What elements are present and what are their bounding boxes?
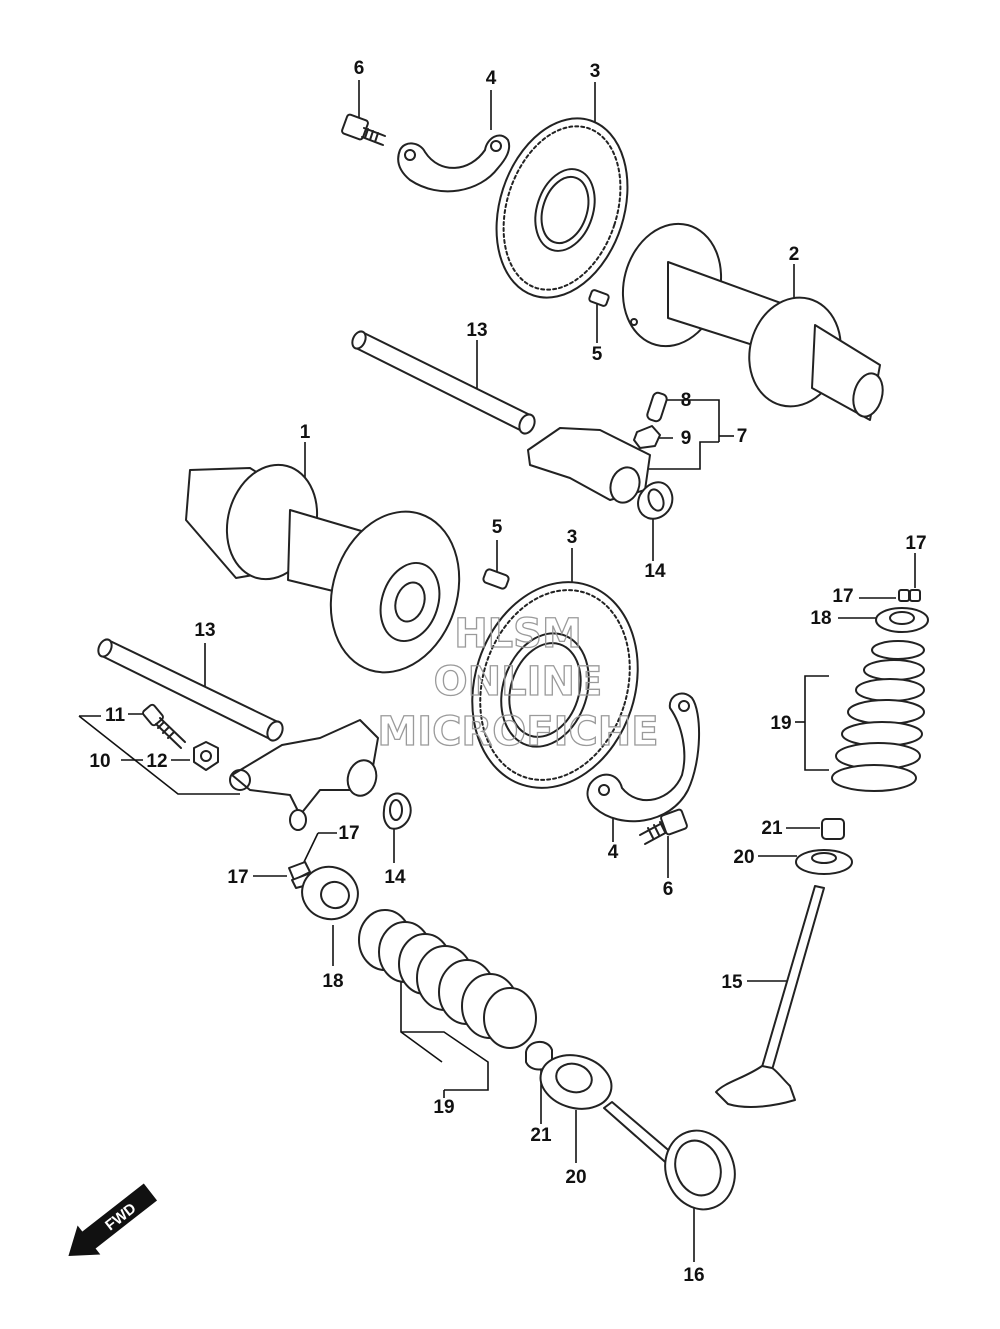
- callout-5: 5: [492, 517, 503, 538]
- upper-camshaft: [621, 222, 884, 421]
- upper-bolt: [341, 113, 386, 146]
- callout-4: 4: [608, 842, 619, 863]
- callout-18: 18: [322, 971, 343, 992]
- callout-3: 3: [567, 527, 578, 548]
- callout-17: 17: [905, 533, 926, 554]
- right-valve-keepers: [898, 589, 921, 602]
- callout-20: 20: [733, 847, 754, 868]
- callout-7: 7: [737, 426, 748, 447]
- lower-lock-nut: [193, 741, 219, 771]
- upper-cam-sprocket: [495, 117, 629, 299]
- callout-15: 15: [721, 972, 743, 993]
- callout-17: 17: [338, 823, 359, 844]
- intake-valve: [715, 885, 825, 1108]
- callout-5: 5: [592, 344, 603, 365]
- lower-dowel-pin: [482, 568, 510, 590]
- right-spring-seat: [795, 849, 853, 875]
- lower-rocker-arm: [229, 719, 379, 831]
- callout-12: 12: [146, 751, 167, 772]
- callout-14: 14: [644, 561, 666, 582]
- right-stem-seal: [821, 818, 845, 840]
- callout-16: 16: [683, 1265, 704, 1286]
- callout-8: 8: [681, 390, 692, 411]
- callout-14: 14: [384, 867, 406, 888]
- callout-6: 6: [354, 58, 365, 79]
- callout-17: 17: [227, 867, 248, 888]
- callout-10: 10: [89, 751, 110, 772]
- lower-valve-springs: [358, 909, 537, 1049]
- callout-19: 19: [433, 1097, 454, 1118]
- callout-4: 4: [486, 68, 497, 89]
- upper-dowel-pin: [588, 289, 610, 307]
- callout-labels: 6 4 3 2 5 13 8 9 7 1 14 5 3 17 17 18 13 …: [89, 58, 926, 1286]
- right-valve-springs: [831, 640, 925, 792]
- fwd-direction-arrow: FWD: [68, 1183, 158, 1257]
- callout-18: 18: [810, 608, 831, 629]
- lower-rocker-shaft: [97, 638, 284, 742]
- callout-6: 6: [663, 879, 674, 900]
- callout-3: 3: [590, 61, 601, 82]
- upper-rocker-shaft: [351, 330, 536, 435]
- lower-cam-sprocket: [471, 581, 639, 789]
- callout-20: 20: [565, 1167, 586, 1188]
- upper-thrust-washer: [637, 481, 674, 520]
- callout-13: 13: [466, 320, 487, 341]
- callout-9: 9: [681, 428, 692, 449]
- callout-21: 21: [530, 1125, 552, 1146]
- callout-2: 2: [789, 244, 800, 265]
- upper-bracket: [397, 134, 511, 193]
- lower-spring-seat: [539, 1054, 613, 1110]
- lower-spring-retainer: [301, 865, 359, 921]
- lower-adjust-screw: [142, 703, 186, 749]
- callout-1: 1: [300, 422, 311, 443]
- lower-thrust-washer: [382, 792, 412, 830]
- watermark: HLSM ONLINE MICROFICHE: [377, 610, 660, 755]
- callout-19: 19: [770, 713, 791, 734]
- right-spring-retainer: [875, 607, 929, 633]
- callout-13: 13: [194, 620, 215, 641]
- exhaust-valve: [603, 1101, 736, 1211]
- watermark-line-1: HLSM: [454, 611, 582, 657]
- leader-lines: [78, 80, 916, 1262]
- callout-11: 11: [105, 705, 126, 726]
- watermark-line-2: ONLINE: [434, 659, 603, 705]
- callout-17: 17: [832, 586, 853, 607]
- callout-21: 21: [761, 818, 783, 839]
- lower-bolt: [639, 808, 688, 845]
- lower-bracket: [586, 692, 700, 823]
- lower-camshaft: [185, 463, 461, 674]
- watermark-line-3: MICROFICHE: [377, 709, 658, 755]
